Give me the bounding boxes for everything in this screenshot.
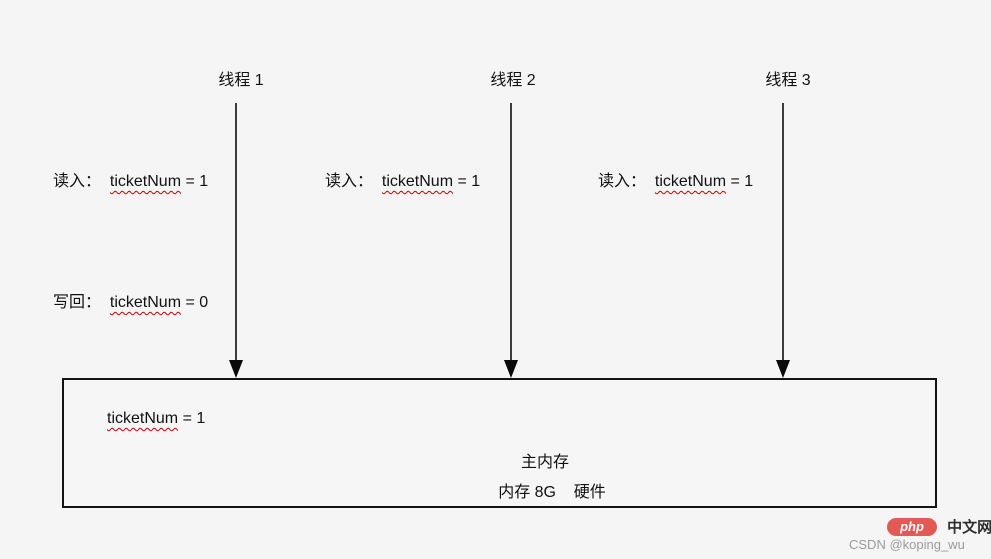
variable-name: ticketNum: [381, 173, 454, 190]
thread-2-arrow-head-icon: [504, 360, 518, 378]
variable-name: ticketNum: [109, 294, 182, 311]
write-prefix: 写回：: [53, 294, 110, 311]
read-prefix: 读入：: [53, 173, 110, 190]
read-prefix: 读入：: [325, 173, 382, 190]
variable-name: ticketNum: [109, 173, 182, 190]
read-label-thread-2: 读入： ticketNum = 1: [325, 171, 480, 192]
thread-2-arrow-line: [510, 103, 512, 362]
thread-3-arrow-line: [782, 103, 784, 362]
main-memory-subtitle: 内存 8G 硬件: [498, 484, 606, 501]
memory-ticket-value: ticketNum = 1: [107, 408, 205, 429]
csdn-credit-label: CSDN @koping_wu: [849, 537, 965, 552]
read-prefix: 读入：: [598, 173, 655, 190]
thread-1-arrow-head-icon: [229, 360, 243, 378]
variable-value: = 1: [453, 173, 481, 190]
main-memory-title: 主内存: [520, 454, 570, 471]
main-memory-box: ticketNum = 1 主内存 内存 8G 硬件: [62, 378, 937, 508]
variable-value: = 1: [726, 173, 754, 190]
php-logo-badge: php: [887, 518, 937, 536]
read-label-thread-1: 读入： ticketNum = 1: [53, 171, 208, 192]
read-label-thread-3: 读入： ticketNum = 1: [598, 171, 753, 192]
variable-value: = 0: [181, 294, 209, 311]
variable-value: = 1: [181, 173, 209, 190]
write-back-label-thread-1: 写回： ticketNum = 0: [53, 292, 208, 313]
thread-3-arrow-head-icon: [776, 360, 790, 378]
thread-1-arrow-line: [235, 103, 237, 362]
thread-2-label: 线程 2: [490, 72, 536, 89]
variable-name: ticketNum: [107, 410, 179, 427]
thread-3-label: 线程 3: [765, 72, 811, 89]
variable-name: ticketNum: [654, 173, 727, 190]
variable-value: = 1: [178, 410, 206, 427]
thread-1-label: 线程 1: [218, 72, 264, 89]
site-name-label: 中文网: [943, 519, 991, 536]
